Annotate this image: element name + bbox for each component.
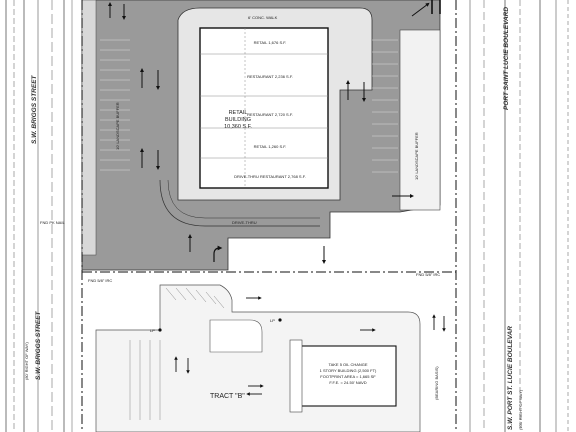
- traffic-arrows-upper: [140, 68, 414, 264]
- unit-label-4: RETAIL 1,260 S.F.: [254, 144, 287, 149]
- west-buffer-note: 10' LANDSCAPE BUFFER: [115, 102, 120, 150]
- oil-change-line4: F.F.E. = 24.50' NAVD: [329, 380, 366, 385]
- port-st-lucie-blvd-lines: [469, 0, 569, 432]
- oil-change-line3: FOOTPRINT AREA = 1,665 SF: [320, 374, 376, 379]
- angled-stalls-lower: [129, 287, 225, 420]
- west-street-name-upper: S.W. BRIGGS STREET: [31, 74, 38, 144]
- parking-stalls-west: [100, 39, 130, 171]
- oil-change-line2: 1 STORY BUILDING (2,500 FT): [320, 368, 377, 373]
- drive-thru-label: DRIVE-THRU: [232, 220, 257, 225]
- west-street-name-lower: S.W. BRIGGS STREET: [35, 310, 42, 380]
- unit-label-3: RESTAURANT 2,720 S.F.: [247, 112, 293, 117]
- oil-change-line1: TAKE 5 OIL CHANGE: [328, 362, 367, 367]
- drive-thru-lane: [159, 179, 320, 227]
- light-pole-label-1: LP: [150, 328, 155, 333]
- retail-building: [199, 27, 329, 189]
- building-title-line1: RETAIL: [229, 110, 248, 116]
- east-landscape-strip: [399, 29, 441, 211]
- northeast-street-name: PORT SAINT LUCIE BOULEVARD: [503, 7, 510, 110]
- west-landscape-strip: [81, 0, 97, 256]
- unit-label-5: DRIVE-THRU RESTAURANT 2,768 S.F.: [234, 174, 306, 179]
- bearing-basis-note: (BEARING BASIS): [434, 366, 439, 400]
- east-row-note: (100' RIGHT OF WAY): [518, 389, 523, 430]
- west-row-note: (80' RIGHT OF WAY): [24, 342, 29, 380]
- east-street-name: S.W. PORT ST. LUCIE BOULEVAR: [507, 326, 514, 430]
- fnd-label-3: FND 5/8" IRC: [416, 272, 440, 277]
- building-title-line3: 10,360 S.F.: [224, 124, 252, 130]
- parking-stalls-east: [372, 39, 398, 173]
- unit-label-1: RETAIL 1,676 S.F.: [254, 40, 287, 45]
- oil-change-building: [299, 345, 397, 407]
- unit-label-2: RESTAURANT 2,236 S.F.: [247, 74, 293, 79]
- light-pole-label-2: LP: [270, 318, 275, 323]
- traffic-arrows-lower: [174, 296, 446, 396]
- sidewalk-note: 6' CONC. WALK: [248, 15, 278, 20]
- building-title-line2: BUILDING: [225, 117, 251, 123]
- fnd-label-1: FND PK NAIL: [40, 220, 65, 225]
- entrance-arrows-top: [108, 2, 430, 20]
- tract-b-label: TRACT "B": [210, 393, 245, 400]
- east-buffer-note: 10' LANDSCAPE BUFFER: [414, 132, 419, 180]
- landscape-island-lower: [209, 319, 263, 353]
- fnd-label-2: FND 5/8" IRC: [88, 278, 112, 283]
- building-unit-dividers: [200, 28, 328, 188]
- briggs-street-lines: [5, 0, 73, 432]
